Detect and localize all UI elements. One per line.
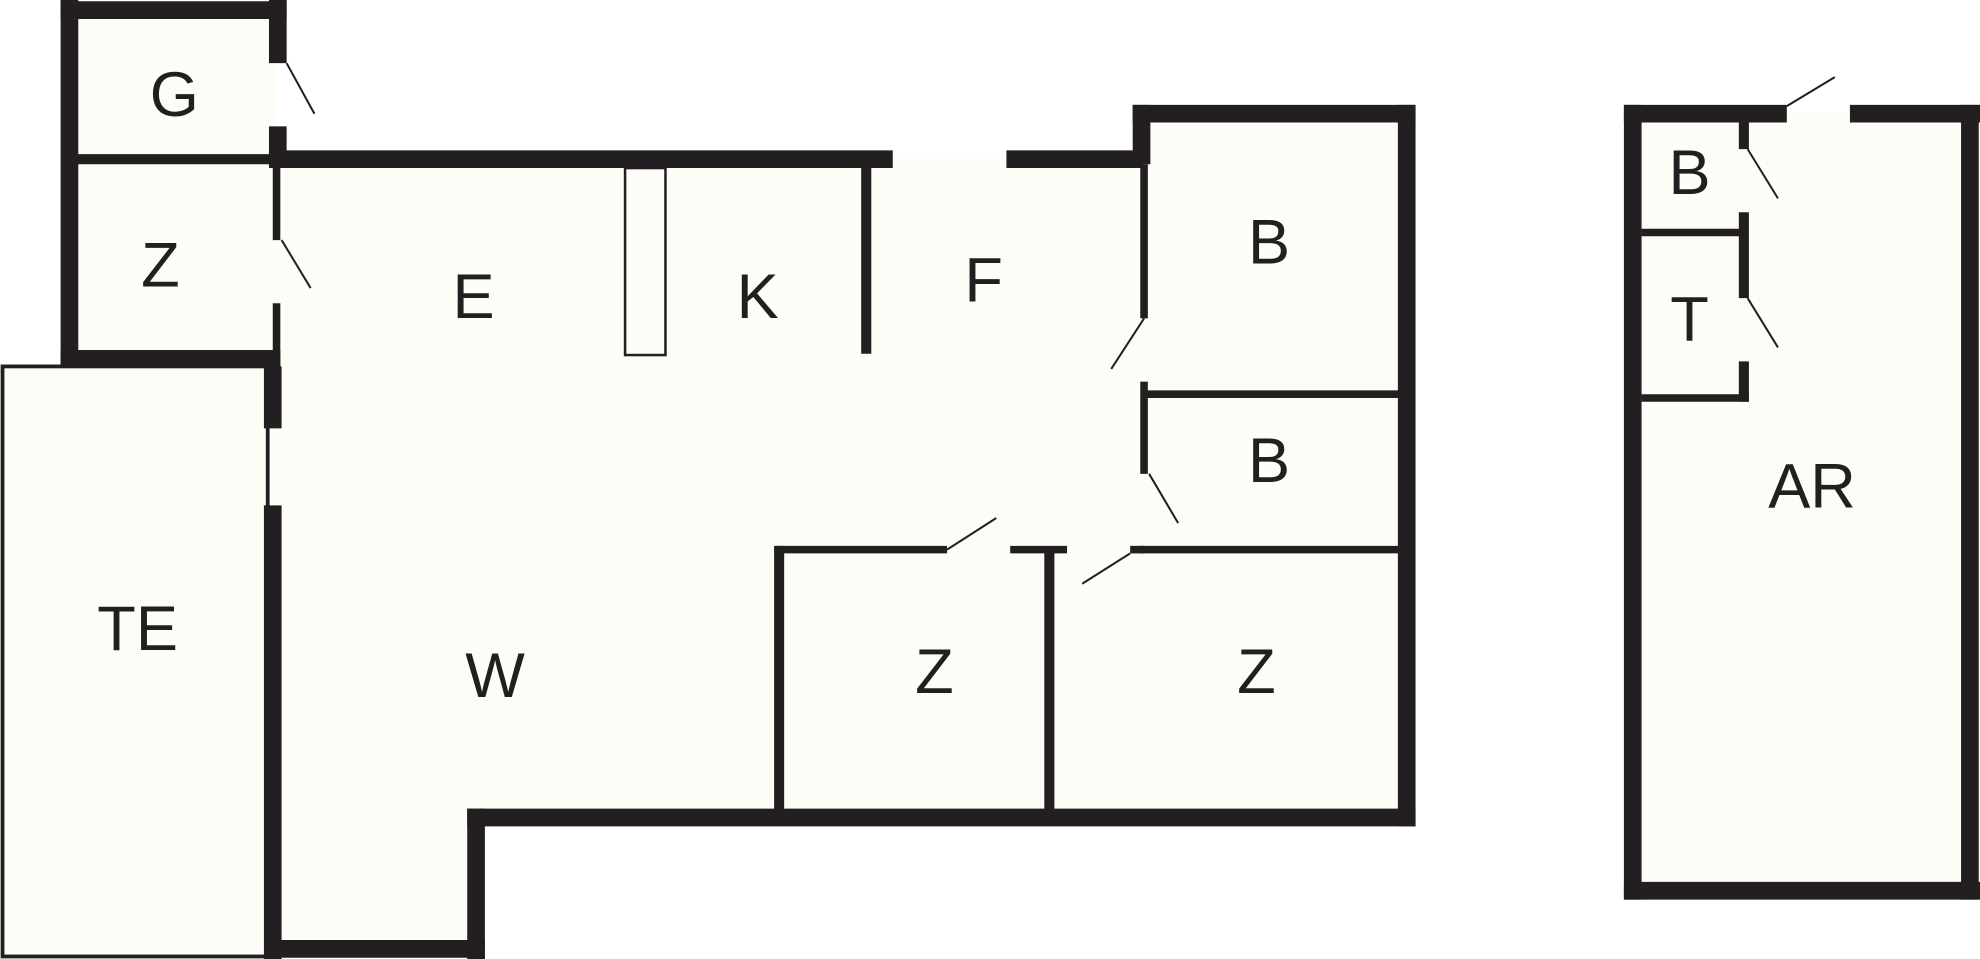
- room-labels: G Z E K F B B TE W Z Z B T AR: [97, 60, 1856, 711]
- floor-fills: [3, 10, 1970, 957]
- room-label-b: B: [1248, 426, 1290, 496]
- room-label-z: Z: [915, 637, 954, 707]
- room-label-g: G: [150, 60, 199, 130]
- room-label-b: B: [1669, 138, 1711, 208]
- room-label-ar: AR: [1768, 451, 1856, 521]
- room-label-t: T: [1670, 285, 1709, 355]
- room-label-z: Z: [141, 230, 180, 300]
- room-label-e: E: [452, 262, 494, 332]
- room-label-te: TE: [97, 594, 178, 664]
- room-label-b: B: [1248, 208, 1290, 278]
- room-label-k: K: [737, 262, 779, 332]
- room-label-f: F: [964, 245, 1003, 315]
- room-label-z: Z: [1237, 637, 1276, 707]
- door-swings: [280, 62, 1836, 585]
- room-label-w: W: [465, 641, 525, 711]
